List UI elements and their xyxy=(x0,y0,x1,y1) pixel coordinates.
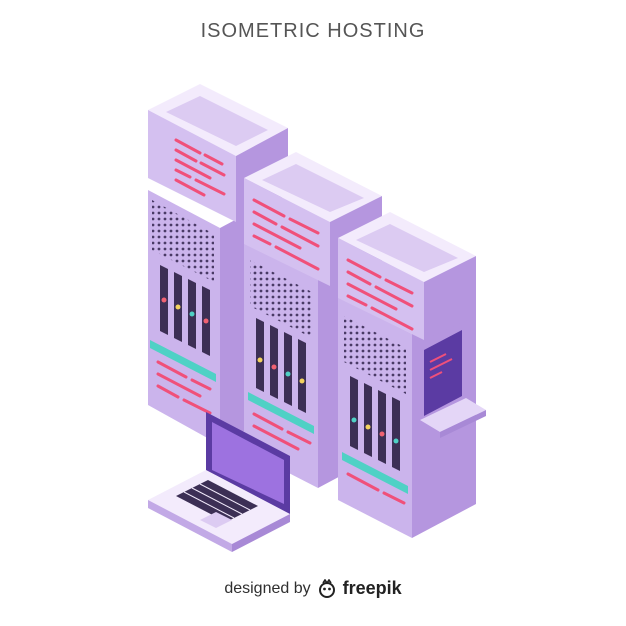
freepik-brand[interactable]: freepik xyxy=(342,578,402,598)
server-rack-3 xyxy=(338,212,486,538)
freepik-logo-icon xyxy=(317,578,337,599)
server-rack-1 xyxy=(148,84,288,445)
footer-credit: designed by freepik xyxy=(0,578,626,599)
designed-by-text: designed by xyxy=(224,579,311,597)
rack-side-screen xyxy=(424,330,462,416)
page-title: ISOMETRIC HOSTING xyxy=(200,20,426,42)
laptop xyxy=(148,412,290,552)
